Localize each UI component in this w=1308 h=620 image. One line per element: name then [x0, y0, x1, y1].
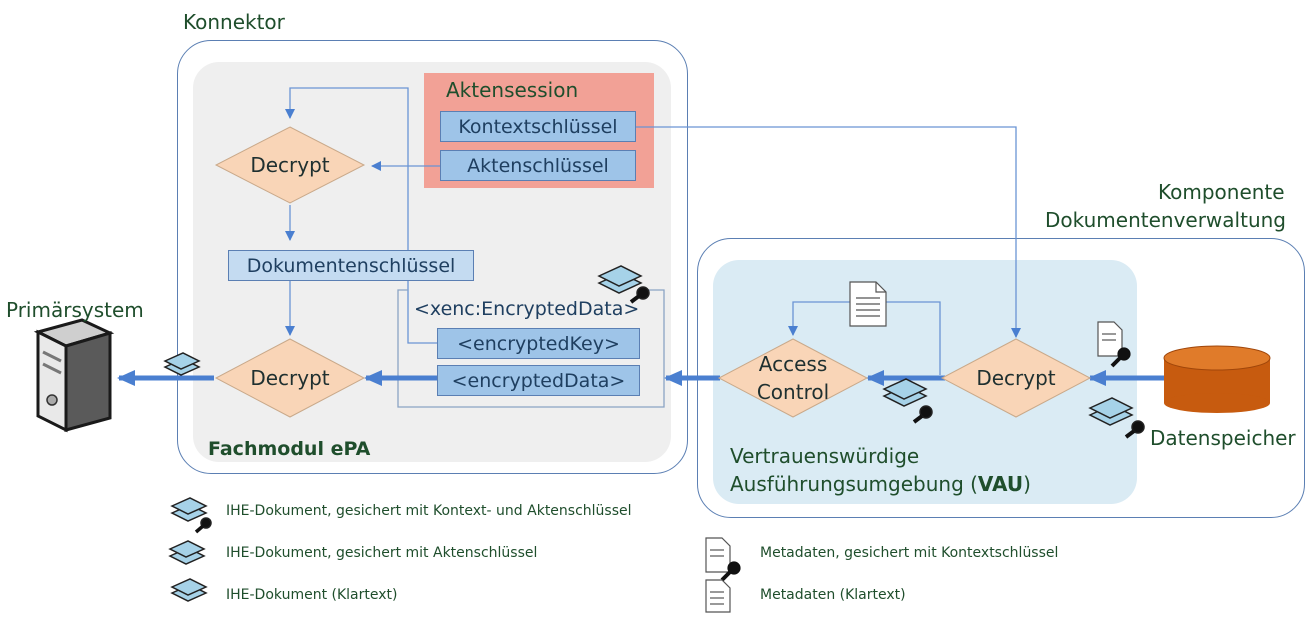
decrypt-bottom-diamond	[214, 338, 366, 418]
document-stack-icons	[163, 265, 1145, 602]
metadata-page-icons	[705, 281, 1131, 613]
aktenschluessel-box: Aktenschlüssel	[440, 150, 636, 181]
decrypt-vau-diamond	[940, 338, 1092, 418]
encrypted-data-box: <encryptedData>	[437, 365, 640, 396]
primaersystem-label: Primärsystem	[6, 298, 144, 322]
encrypted-data-container-label: <xenc:EncryptedData>	[414, 298, 640, 320]
aktensession-title: Aktensession	[446, 78, 579, 102]
legend-doc-kontext-akten: IHE-Dokument, gesichert mit Kontext- und…	[226, 503, 632, 519]
fachmodul-label: Fachmodul ePA	[208, 438, 371, 460]
access-control-label-line2: Control	[756, 380, 830, 404]
komponente-label-line2: Dokumentenverwaltung	[1045, 208, 1286, 232]
encrypted-key-box: <encryptedKey>	[437, 328, 640, 359]
legend-doc-akten: IHE-Dokument, gesichert mit Aktenschlüss…	[226, 545, 538, 561]
datenspeicher-label: Datenspeicher	[1150, 426, 1296, 450]
konnektor-label: Konnektor	[183, 10, 285, 34]
kontextschluessel-box: Kontextschlüssel	[440, 111, 636, 142]
komponente-label-line1: Komponente	[1158, 180, 1285, 204]
access-control-label-line1: Access	[758, 352, 828, 376]
decrypt-top-label: Decrypt	[250, 153, 330, 177]
dokumentenschluessel-box: Dokumentenschlüssel	[228, 250, 474, 281]
datenspeicher-cylinder-icon	[1163, 345, 1271, 413]
encrypted-data-container-border	[397, 289, 665, 408]
decrypt-vau-label: Decrypt	[976, 366, 1056, 390]
access-control-diamond	[717, 338, 869, 418]
decrypt-bottom-label: Decrypt	[250, 366, 330, 390]
legend-doc-klartext: IHE-Dokument (Klartext)	[226, 587, 398, 603]
legend-meta-klartext: Metadaten (Klartext)	[760, 587, 906, 603]
legend-meta-kontext: Metadaten, gesichert mit Kontextschlüsse…	[760, 545, 1059, 561]
decrypt-top-diamond	[214, 126, 366, 204]
kontextschluessel-to-vau-line	[636, 126, 1021, 338]
encrypted-key-loop-line	[285, 87, 437, 344]
vau-label-line2: Ausführungsumgebung (VAU)	[730, 472, 1031, 496]
vau-label-line1: Vertrauenswürdige	[730, 444, 920, 468]
konnektor-region	[177, 40, 688, 474]
server-icon	[33, 318, 115, 433]
